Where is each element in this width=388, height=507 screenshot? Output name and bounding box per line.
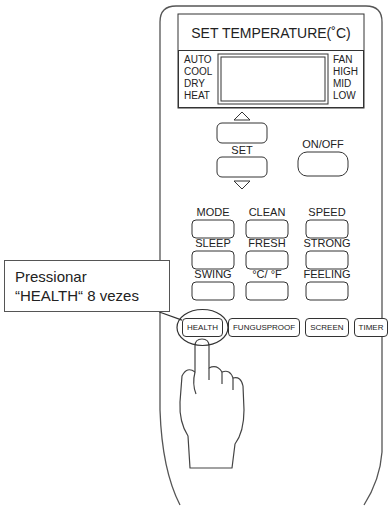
mode-indicator: COOL [184,66,212,78]
leader-line [159,312,182,320]
lcd-outer [218,54,328,104]
hand-outline [180,339,244,468]
remote-button: FUNGUSPROOF [228,318,300,337]
swing-button [192,282,234,300]
onoff-button [298,152,348,176]
button-label: CLEAN [249,207,286,218]
fresh-button [246,251,288,269]
down-arrow [234,181,250,189]
button-label: TIMER [359,323,384,332]
hand-knuckles [194,368,233,394]
callout-text: Pressionar “HEALTH“ 8 vezes [15,268,139,304]
highlight-circle [177,310,228,346]
button-label: STRONG [303,238,350,249]
mode-indicator: MID [333,78,351,90]
speed-button [306,220,348,238]
unit-button [246,282,288,300]
button-label: HEALTH [187,323,218,332]
display-frame [178,14,364,108]
remote-button: TIMER [354,318,388,337]
strong-button [306,251,348,269]
button-label: FEELING [303,269,350,280]
mode-indicator: HIGH [333,66,358,78]
mode-button [192,220,234,238]
display-frame-outline [178,14,364,108]
mode-indicator: AUTO [184,54,212,66]
mode-indicator: LOW [333,90,356,102]
mode-indicator: FAN [333,54,352,66]
clean-button [246,220,288,238]
up-arrow [234,112,250,120]
down-button [217,157,267,177]
remote-outline [160,6,382,505]
hand-icon [180,339,244,468]
button-label: ON/OFF [302,139,344,150]
button-label: SET [231,145,252,156]
button-label: SPEED [308,207,345,218]
button-label: SLEEP [195,238,230,249]
up-button [217,123,267,143]
feeling-button [306,282,348,300]
remote-body [160,6,382,505]
button-label: °C/ °F [252,269,282,280]
remote-button: SCREEN [305,318,348,337]
button-label: SCREEN [310,323,343,332]
panel-heading: SET TEMPERATURE(˚C) [191,26,350,40]
mode-indicator: DRY [184,78,205,90]
mode-indicator: HEAT [184,90,210,102]
button-label: MODE [197,207,230,218]
sleep-button [192,251,234,269]
button-label: FUNGUSPROOF [233,323,295,332]
mode-display: AUTOCOOLDRYHEAT FANHIGHMIDLOW [178,50,364,108]
button-label: FRESH [248,238,285,249]
button-label: SWING [194,269,231,280]
remote-button: HEALTH [182,318,223,337]
lcd-inner [221,57,325,101]
callout-box: Pressionar “HEALTH“ 8 vezes [4,260,170,312]
